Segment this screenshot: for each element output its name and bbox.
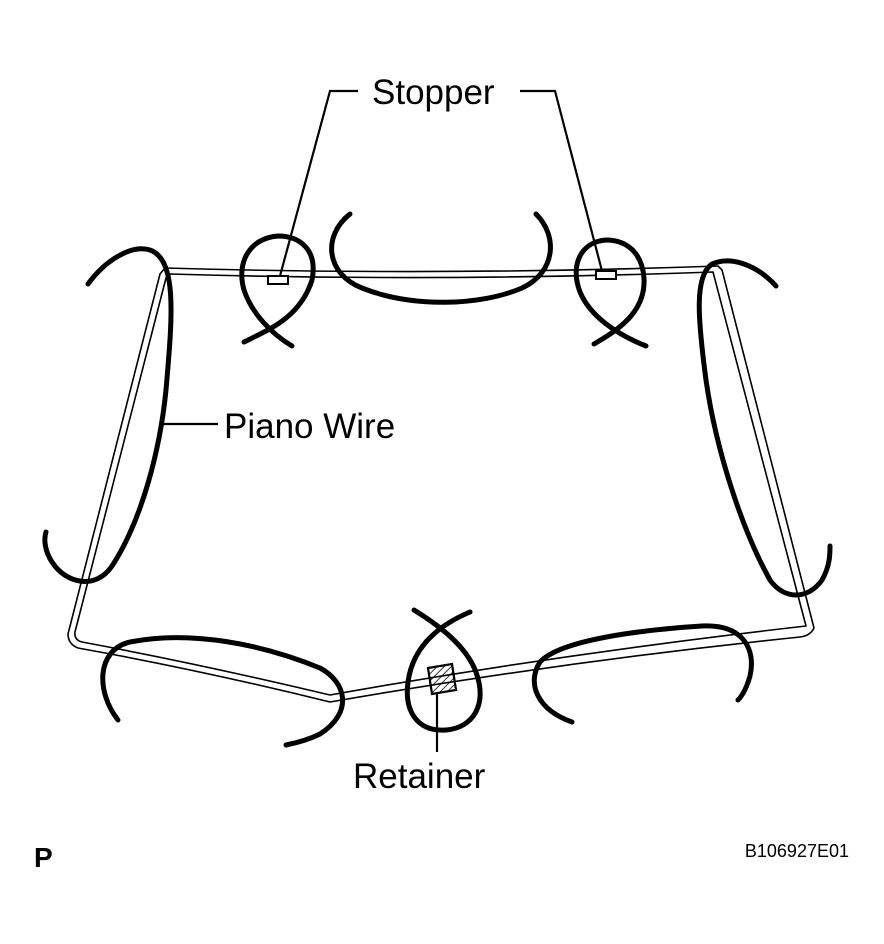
stopper-right-marker — [595, 270, 617, 280]
piano-wire-label: Piano Wire — [224, 407, 395, 446]
piano-wire — [42, 211, 833, 748]
stopper-left-marker — [267, 275, 289, 285]
retainer-label: Retainer — [353, 757, 486, 796]
retainer-marker — [426, 662, 458, 752]
stopper-callout — [267, 89, 617, 285]
view-code-label: P — [34, 842, 53, 873]
stopper-label: Stopper — [372, 73, 495, 112]
figure-id-label: B106927E01 — [745, 841, 849, 861]
windshield-glass-outline — [67, 265, 815, 703]
